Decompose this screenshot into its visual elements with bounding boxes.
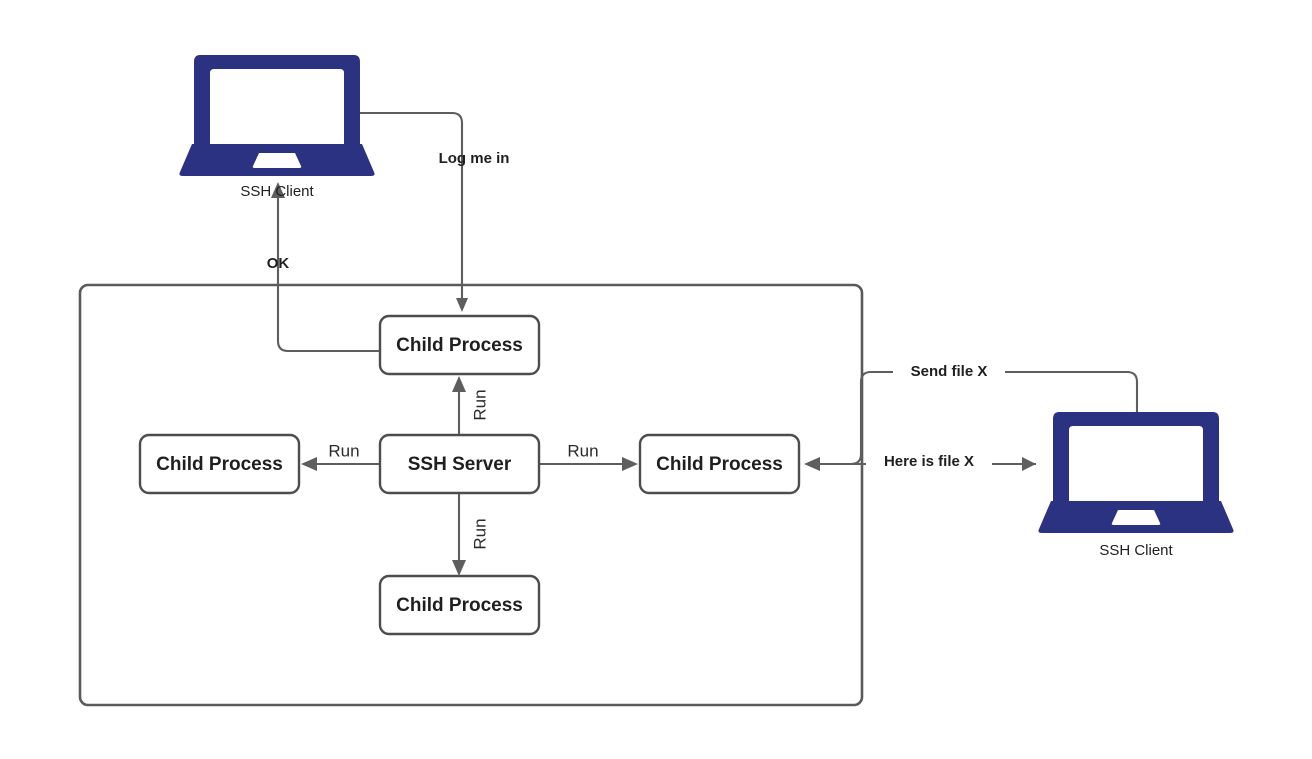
- edge-label-run-left: Run: [328, 441, 359, 460]
- node-ssh-server-label: SSH Server: [408, 454, 512, 475]
- device-client-top-label: SSH Client: [240, 183, 314, 200]
- edge-log-me-in: [356, 111, 468, 312]
- node-child-left-label: Child Process: [156, 454, 283, 475]
- edge-ok: [271, 182, 380, 353]
- ssh-host-container: [78, 283, 864, 707]
- edge-run-up: [452, 376, 466, 435]
- node-child-right[interactable]: Child Process: [638, 433, 801, 495]
- edge-label-ok: OK: [267, 255, 290, 272]
- node-child-bottom-label: Child Process: [396, 595, 523, 616]
- node-ssh-server[interactable]: SSH Server: [378, 433, 541, 495]
- node-child-right-label: Child Process: [656, 454, 783, 475]
- node-child-left[interactable]: Child Process: [138, 433, 301, 495]
- edge-run-left: [301, 457, 380, 471]
- edge-label-run-up: Run: [470, 389, 489, 420]
- node-child-top[interactable]: Child Process: [378, 314, 541, 376]
- edge-run-right: [539, 457, 638, 471]
- device-client-right[interactable]: SSH Client: [1038, 412, 1234, 559]
- node-child-top-label: Child Process: [396, 335, 523, 356]
- laptop-icon: [179, 55, 375, 176]
- laptop-icon: [1038, 412, 1234, 533]
- edge-label-run-right: Run: [567, 441, 598, 460]
- edge-label-send-file-x: Send file X: [911, 363, 988, 380]
- edge-label-here-is-file-x: Here is file X: [884, 453, 974, 470]
- edge-label-run-down: Run: [470, 518, 489, 549]
- edge-run-down: [452, 493, 466, 576]
- edge-send-file-x: [810, 370, 1139, 466]
- send-file-x-label-backdrop: [893, 362, 1005, 382]
- node-child-bottom[interactable]: Child Process: [378, 574, 541, 636]
- here-is-file-x-label-backdrop: [866, 453, 992, 473]
- device-client-right-label: SSH Client: [1099, 542, 1173, 559]
- device-client-top[interactable]: SSH Client: [179, 55, 375, 200]
- edge-label-log-me-in: Log me in: [439, 150, 510, 167]
